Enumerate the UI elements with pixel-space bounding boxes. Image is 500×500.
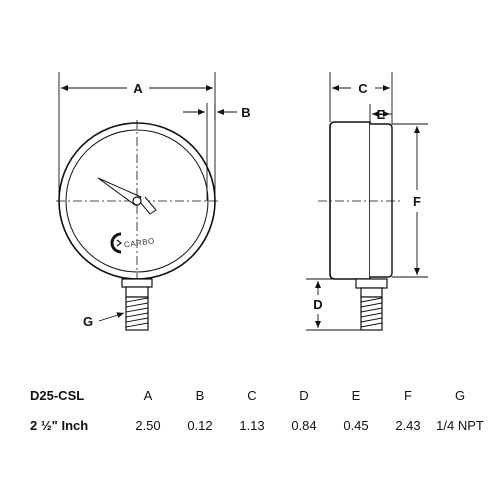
- header-b: B: [195, 387, 205, 403]
- value-g: 1/4 NPT: [436, 417, 484, 433]
- dimension-label-b: B: [241, 105, 250, 120]
- header-e: E: [351, 387, 361, 403]
- header-model: D25-CSL: [30, 387, 85, 403]
- header-a: A: [143, 387, 153, 403]
- dimension-a: [58, 72, 216, 201]
- dimension-label-e: E: [377, 107, 386, 122]
- value-f: 2.43: [395, 417, 421, 433]
- side-stem: [360, 287, 383, 298]
- dimension-label-a: A: [133, 81, 143, 96]
- gauge-back-ring: [370, 123, 393, 278]
- dimension-e: [369, 104, 392, 122]
- header-c: C: [247, 387, 257, 403]
- dimension-label-d: D: [313, 297, 322, 312]
- gauge-stem: [125, 286, 149, 298]
- dimension-g: [98, 312, 125, 322]
- dimension-d: [306, 278, 361, 331]
- gauge-thread: [125, 296, 149, 331]
- header-g: G: [454, 387, 466, 403]
- value-b: 0.12: [187, 417, 213, 433]
- gauge-dimension-drawing: CARBO A B G: [56, 72, 428, 331]
- side-view: [318, 121, 400, 331]
- header-d: D: [299, 387, 309, 403]
- dimension-label-g: G: [83, 314, 93, 329]
- gauge-socket: [121, 278, 153, 288]
- gauge-case: [329, 121, 371, 280]
- row-size: 2 ½" Inch: [30, 417, 89, 433]
- gauge-dial: [65, 129, 209, 273]
- dimension-b: [183, 103, 237, 201]
- value-d: 0.84: [291, 417, 317, 433]
- carbo-logo: CARBO: [110, 232, 155, 254]
- thread-lines: [125, 297, 149, 328]
- value-a: 2.50: [135, 417, 161, 433]
- table-header-row: D25-CSL A B C D E F G: [24, 380, 486, 410]
- dimension-label-c: C: [358, 81, 368, 96]
- specification-table: D25-CSL A B C D E F G 2 ½" Inch 2.50 0.1…: [24, 380, 486, 440]
- front-view: [56, 120, 220, 331]
- pointer-tail: [139, 196, 157, 215]
- table-row: 2 ½" Inch 2.50 0.12 1.13 0.84 0.45 2.43 …: [24, 410, 486, 440]
- dimension-f: [392, 123, 428, 278]
- header-f: F: [404, 387, 412, 403]
- side-socket: [355, 278, 388, 289]
- brand-text: CARBO: [123, 236, 155, 249]
- side-thread-lines: [360, 297, 383, 328]
- logo-arc-icon: [110, 232, 122, 254]
- dimension-label-f: F: [413, 194, 421, 209]
- dimension-c: [329, 72, 393, 124]
- value-c: 1.13: [239, 417, 265, 433]
- side-thread: [360, 296, 383, 331]
- value-e: 0.45: [343, 417, 369, 433]
- pointer-hub: [132, 196, 142, 206]
